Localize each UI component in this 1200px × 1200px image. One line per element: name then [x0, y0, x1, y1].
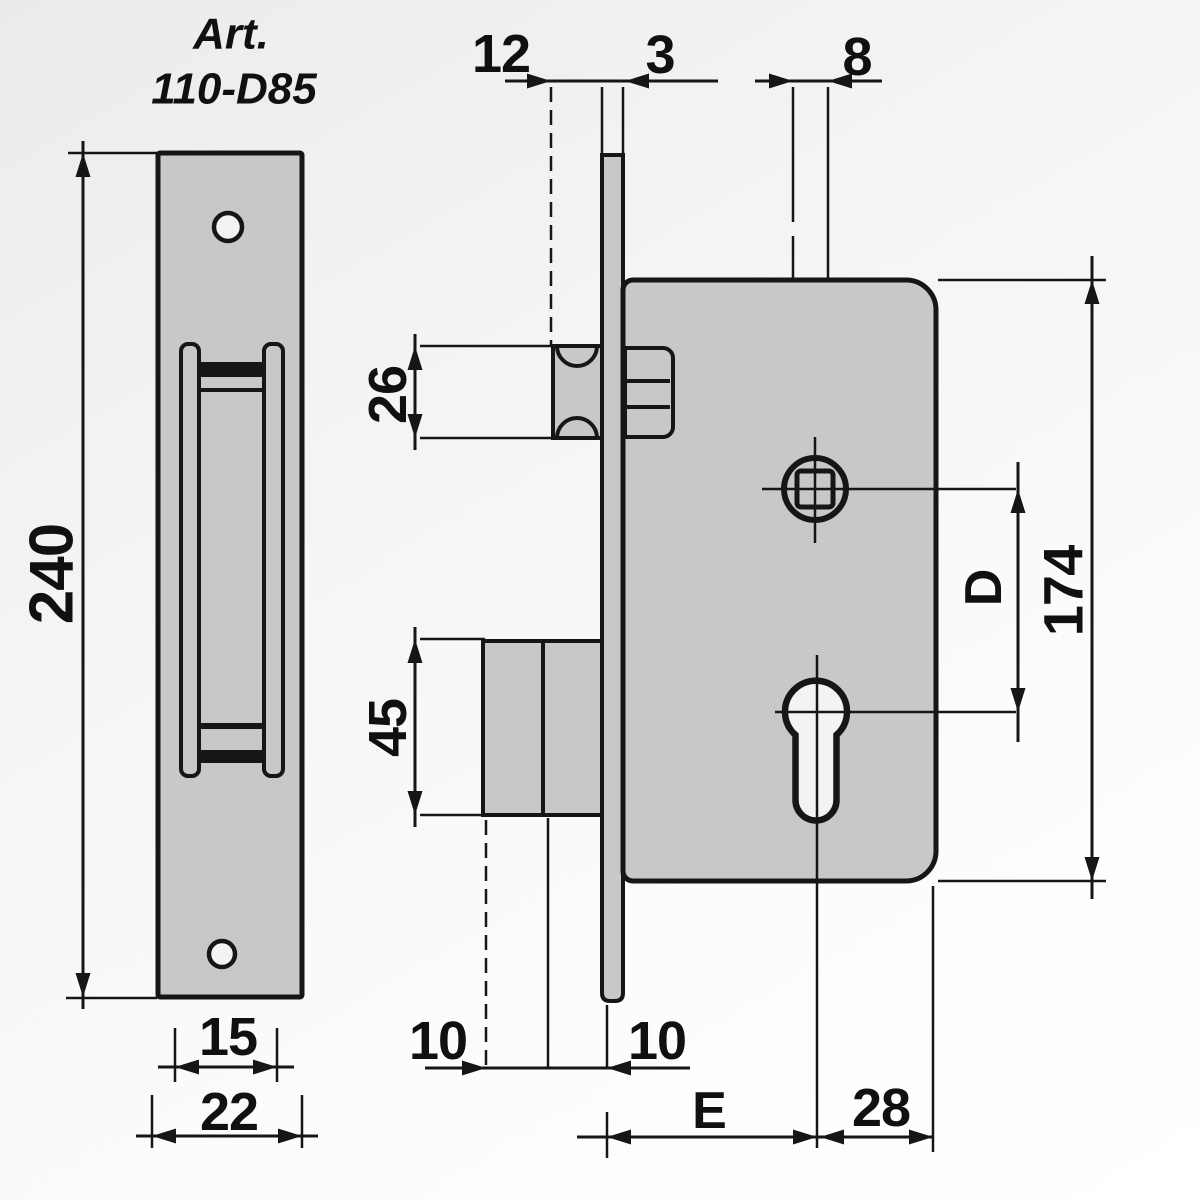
dim-arrow: [828, 73, 852, 89]
dimension-arrows: [75, 73, 1100, 1145]
faceplate-side-view: [600, 153, 625, 1003]
dim-arrow: [625, 73, 649, 89]
labels: Art. 110-D85 240 15 22 12 3 8 26 45 10 1…: [18, 10, 1095, 1143]
dim-arrow: [462, 1060, 486, 1076]
dim-label-26: 26: [358, 366, 418, 424]
dim-arrow: [1084, 280, 1100, 304]
dim-label-174: 174: [1032, 545, 1095, 636]
dim-arrow: [407, 346, 423, 370]
latch-notch-top: [555, 345, 599, 368]
faceplate-front-view: [155, 150, 305, 1000]
lock-case: [620, 277, 939, 884]
latch-tail: [623, 346, 675, 439]
dim-arrow: [1010, 489, 1026, 513]
latch-notch-bottom: [555, 416, 599, 439]
dim-label-10-left: 10: [409, 1011, 467, 1071]
dim-arrow: [793, 1129, 817, 1145]
screw-hole-top: [211, 210, 245, 244]
dim-arrow: [527, 73, 551, 89]
dim-label-3: 3: [645, 25, 674, 85]
cutout-rail-right: [262, 342, 285, 778]
dim-label-d: D: [955, 570, 1013, 607]
dim-label-15: 15: [199, 1007, 257, 1067]
dim-arrow: [820, 1129, 844, 1145]
lock-side-view: [481, 153, 1016, 1148]
dim-arrow: [152, 1128, 176, 1144]
dim-label-e: E: [692, 1082, 726, 1140]
article-label: Art.: [192, 10, 269, 59]
dim-arrow: [1084, 857, 1100, 881]
screw-hole-bottom: [206, 938, 238, 970]
dim-label-10-right: 10: [628, 1011, 686, 1071]
latch-window-bar: [199, 362, 264, 377]
dim-arrow: [607, 1060, 631, 1076]
dimension-lines: [81, 79, 1094, 1139]
dim-arrow: [1010, 688, 1026, 712]
dim-arrow: [407, 414, 423, 438]
dim-arrow: [253, 1059, 277, 1075]
dim-arrow: [607, 1129, 631, 1145]
bolt-window-bar: [199, 750, 264, 763]
dim-arrow: [278, 1128, 302, 1144]
dim-label-22: 22: [200, 1082, 258, 1142]
dim-label-45: 45: [358, 699, 418, 757]
dim-arrow: [407, 791, 423, 815]
extension-lines: [66, 87, 1106, 1158]
dim-arrow: [75, 973, 91, 997]
dim-arrow: [175, 1059, 199, 1075]
cutout-rail-left: [179, 342, 201, 778]
dim-arrow: [769, 73, 793, 89]
dim-label-8: 8: [842, 27, 871, 87]
dim-arrow: [909, 1129, 933, 1145]
dim-label-28: 28: [852, 1078, 910, 1138]
dim-arrow: [407, 639, 423, 663]
model-label: 110-D85: [151, 65, 317, 114]
dim-label-12: 12: [472, 24, 530, 84]
dim-label-240: 240: [18, 524, 87, 624]
dim-arrow: [75, 153, 91, 177]
